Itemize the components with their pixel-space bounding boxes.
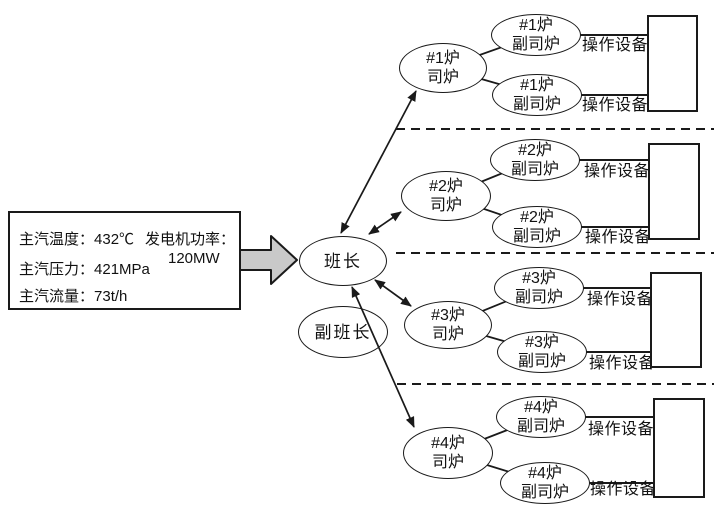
stoker-2-line1: #2炉 xyxy=(429,178,463,195)
generator-power-label: 发电机功率： xyxy=(145,231,236,248)
info-box: 主汽温度：432℃ 发电机功率： 120MW 主汽压力：421MPa 主汽流量：… xyxy=(8,211,241,310)
equipment-label: 操作设备 xyxy=(582,37,649,54)
assistant-3-2-line2: 副司炉 xyxy=(517,353,566,370)
assistant-2-2-line2: 副司炉 xyxy=(512,228,561,245)
assistant-node-3-2: #3炉 副司炉 xyxy=(497,331,587,373)
assistant-4-2-line1: #4炉 xyxy=(528,465,562,482)
assistant-node-4-2: #4炉 副司炉 xyxy=(500,462,590,504)
assistant-1-1-line2: 副司炉 xyxy=(511,36,560,53)
steam-temp-label: 主汽温度： xyxy=(19,231,95,248)
equipment-label: 操作设备 xyxy=(587,291,654,308)
assistant-1-2-line2: 副司炉 xyxy=(512,96,561,113)
stoker-node-4: #4炉 司炉 xyxy=(403,427,493,479)
assistant-node-2-1: #2炉 副司炉 xyxy=(490,139,580,181)
assistant-2-2-line1: #2炉 xyxy=(520,209,554,226)
stoker-2-line2: 司炉 xyxy=(429,197,462,214)
assistant-2-1-line1: #2炉 xyxy=(518,142,552,159)
stoker-node-1: #1炉 司炉 xyxy=(399,43,487,93)
assistant-node-3-1: #3炉 副司炉 xyxy=(494,267,584,309)
equipment-box-2 xyxy=(648,143,700,240)
assistant-3-1-line1: #3炉 xyxy=(522,270,556,287)
equipment-label: 操作设备 xyxy=(584,163,651,180)
assistant-3-2-line1: #3炉 xyxy=(525,334,559,351)
arrow-supervisor-stoker3 xyxy=(374,279,412,307)
steam-pressure-row: 主汽压力：421MPa xyxy=(19,261,150,278)
assistant-1-1-line1: #1炉 xyxy=(519,17,553,34)
equipment-label: 操作设备 xyxy=(589,355,656,372)
generator-power-value: 120MW xyxy=(168,250,220,267)
assistant-4-1-line2: 副司炉 xyxy=(516,418,565,435)
assistant-node-2-2: #2炉 副司炉 xyxy=(492,206,582,248)
supervisor-label: 班长 xyxy=(324,251,362,271)
assistant-node-4-1: #4炉 副司炉 xyxy=(496,396,586,438)
assistant-node-1-2: #1炉 副司炉 xyxy=(492,74,582,116)
assistant-4-1-line1: #4炉 xyxy=(524,399,558,416)
stoker-3-line2: 司炉 xyxy=(431,326,464,343)
equipment-box-4 xyxy=(653,398,705,498)
equipment-label: 操作设备 xyxy=(585,229,652,246)
steam-pressure-label: 主汽压力： xyxy=(19,261,95,278)
arrow-supervisor-stoker4 xyxy=(351,286,415,428)
steam-temp-value: 432℃ xyxy=(94,231,135,248)
equipment-label: 操作设备 xyxy=(588,421,655,438)
group-separators xyxy=(396,128,714,385)
stoker-3-line1: #3炉 xyxy=(431,307,465,324)
stoker-1-line2: 司炉 xyxy=(426,69,459,86)
equipment-box-1 xyxy=(647,15,698,112)
equipment-box-3 xyxy=(650,272,702,368)
assistant-1-2-line1: #1炉 xyxy=(520,77,554,94)
assistant-4-2-line2: 副司炉 xyxy=(520,484,569,501)
arrow-supervisor-stoker2 xyxy=(368,211,402,235)
stoker-1-line1: #1炉 xyxy=(426,50,460,67)
steam-flow-label: 主汽流量： xyxy=(19,288,95,305)
steam-flow-row: 主汽流量：73t/h xyxy=(19,288,127,305)
assistant-3-1-line2: 副司炉 xyxy=(514,289,563,306)
steam-temperature-row: 主汽温度：432℃ xyxy=(19,231,134,248)
stoker-node-3: #3炉 司炉 xyxy=(404,301,492,349)
assistant-2-1-line2: 副司炉 xyxy=(510,161,559,178)
equipment-label: 操作设备 xyxy=(590,481,657,498)
stoker-4-line1: #4炉 xyxy=(431,435,465,452)
supervisor-stoker-arrows xyxy=(340,90,417,428)
stoker-4-line2: 司炉 xyxy=(431,454,464,471)
equipment-label: 操作设备 xyxy=(582,97,649,114)
supervisor-node: 班长 xyxy=(299,236,387,286)
steam-flow-value: 73t/h xyxy=(94,288,128,305)
arrow-supervisor-stoker1 xyxy=(340,90,417,234)
steam-pressure-value: 421MPa xyxy=(94,261,150,278)
assistant-node-1-1: #1炉 副司炉 xyxy=(491,14,581,56)
